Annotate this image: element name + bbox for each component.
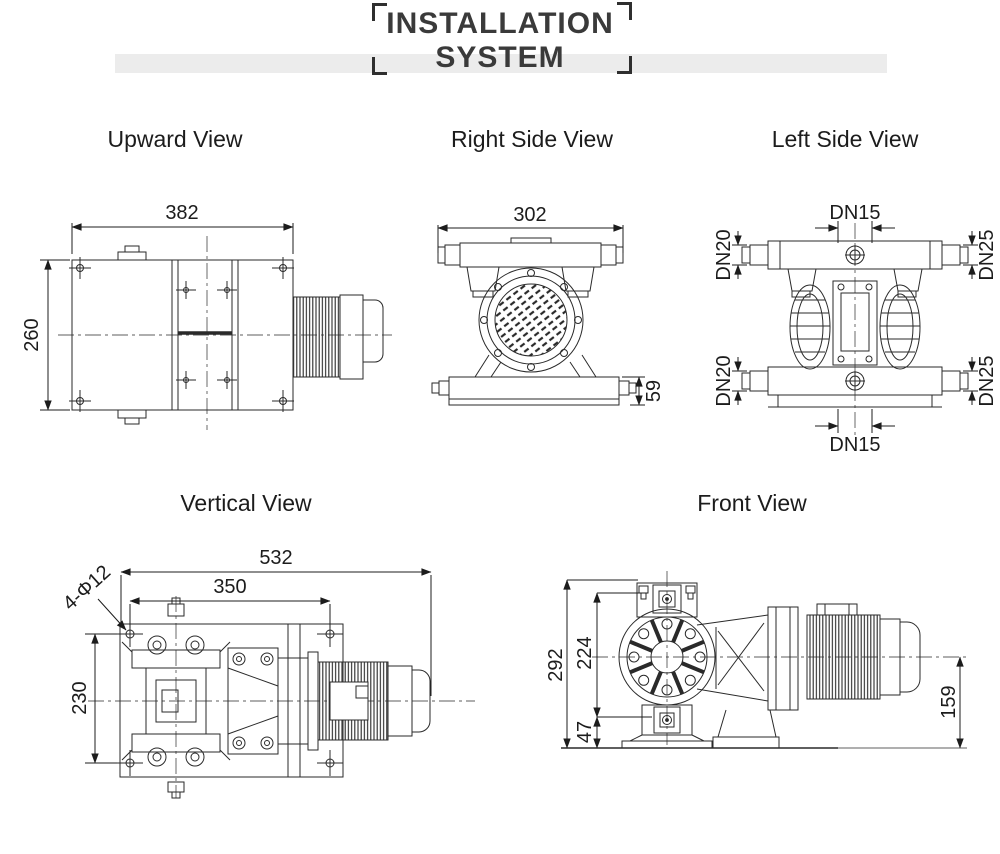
bottom-manifold: [741, 366, 969, 408]
title-highlight-band: [115, 54, 887, 73]
dim-overall-length: 532: [120, 547, 432, 696]
dim-left-top-port: DN20: [713, 229, 747, 281]
dim-right-top-port: DN25: [963, 229, 998, 281]
dim-text-292: 292: [545, 648, 567, 681]
dim-text-dn15-top: DN15: [829, 202, 880, 224]
dim-bolt-holes: 4-Φ12: [59, 561, 127, 631]
dim-overall-width: 302: [437, 204, 624, 253]
front-view-drawing: 292 224 47 159: [545, 571, 968, 749]
dim-shaft-center-height: 159: [938, 656, 964, 749]
dim-top-port: DN15: [815, 202, 895, 243]
motor-side-view: [806, 603, 921, 700]
left-side-view-label: Left Side View: [771, 126, 919, 152]
left-side-view-drawing: DN15 DN20 DN25 DN20 DN25: [713, 202, 998, 456]
dim-bolt-spacing-length: 350: [129, 576, 331, 628]
dim-pump-top-height: 224: [574, 592, 652, 718]
top-valve-assembly: [636, 582, 698, 618]
upward-view-label: Upward View: [107, 126, 243, 152]
motor-top-view: [317, 661, 431, 741]
title-bracket-bottom-left: [372, 57, 387, 75]
bolt-hole-marks: [117, 621, 343, 776]
pump-head: [618, 608, 716, 706]
vertical-view-label: Vertical View: [180, 490, 312, 516]
right-side-view-label: Right Side View: [451, 126, 613, 152]
dim-text-230: 230: [69, 681, 91, 714]
dim-overall-width: 382: [71, 202, 294, 254]
dim-text-382: 382: [165, 202, 198, 224]
dim-text-dn20-bottom: DN20: [713, 355, 735, 406]
dim-base-height: 59: [622, 376, 665, 406]
right-side-view-drawing: 302 59: [431, 204, 665, 406]
dim-text-dn20-top: DN20: [713, 229, 735, 280]
dim-right-bottom-port: DN25: [963, 355, 998, 407]
motor-plan: [292, 294, 384, 380]
dim-text-4-d12: 4-Φ12: [59, 561, 115, 615]
dim-text-159: 159: [938, 685, 960, 718]
title-bracket-bottom-right: [617, 56, 632, 74]
dim-overall-depth: 260: [21, 259, 70, 411]
pump-top-view: [121, 597, 231, 799]
front-view-label: Front View: [697, 490, 807, 516]
dim-left-bottom-port: DN20: [713, 355, 747, 407]
dim-text-302: 302: [513, 204, 546, 226]
dim-text-224: 224: [574, 636, 596, 669]
dim-overall-height: 292: [545, 579, 638, 749]
dim-text-47: 47: [574, 721, 596, 743]
top-manifold: [741, 240, 969, 298]
pump-chambers: [789, 280, 921, 370]
coupling-bracket: [696, 606, 799, 749]
title-bracket-top-right: [617, 2, 632, 20]
vertical-view-drawing: 532 350 4-Φ12 230: [59, 547, 475, 799]
dim-text-dn15-bottom: DN15: [829, 434, 880, 456]
title-bracket-top-left: [372, 3, 387, 21]
dim-text-59: 59: [643, 380, 665, 402]
page-title-line2: SYSTEM: [435, 41, 565, 74]
mounting-hole-marks: [69, 257, 294, 412]
dim-text-532: 532: [259, 547, 292, 569]
dim-bottom-port: DN15: [815, 409, 895, 456]
dim-text-260: 260: [21, 318, 43, 351]
pump-face: [478, 267, 584, 373]
dim-bolt-spacing-width: 230: [69, 633, 117, 764]
upward-view-drawing: 382 260: [21, 202, 392, 430]
dim-foot-height: 47: [574, 716, 601, 749]
top-manifold: [437, 237, 624, 298]
dim-text-dn25-bottom: DN25: [976, 355, 998, 406]
base-assembly: [431, 354, 637, 406]
dim-text-dn25-top: DN25: [976, 229, 998, 280]
dim-text-350: 350: [213, 576, 246, 598]
base-plate: [71, 245, 294, 425]
page-title-line1: INSTALLATION: [386, 7, 614, 40]
